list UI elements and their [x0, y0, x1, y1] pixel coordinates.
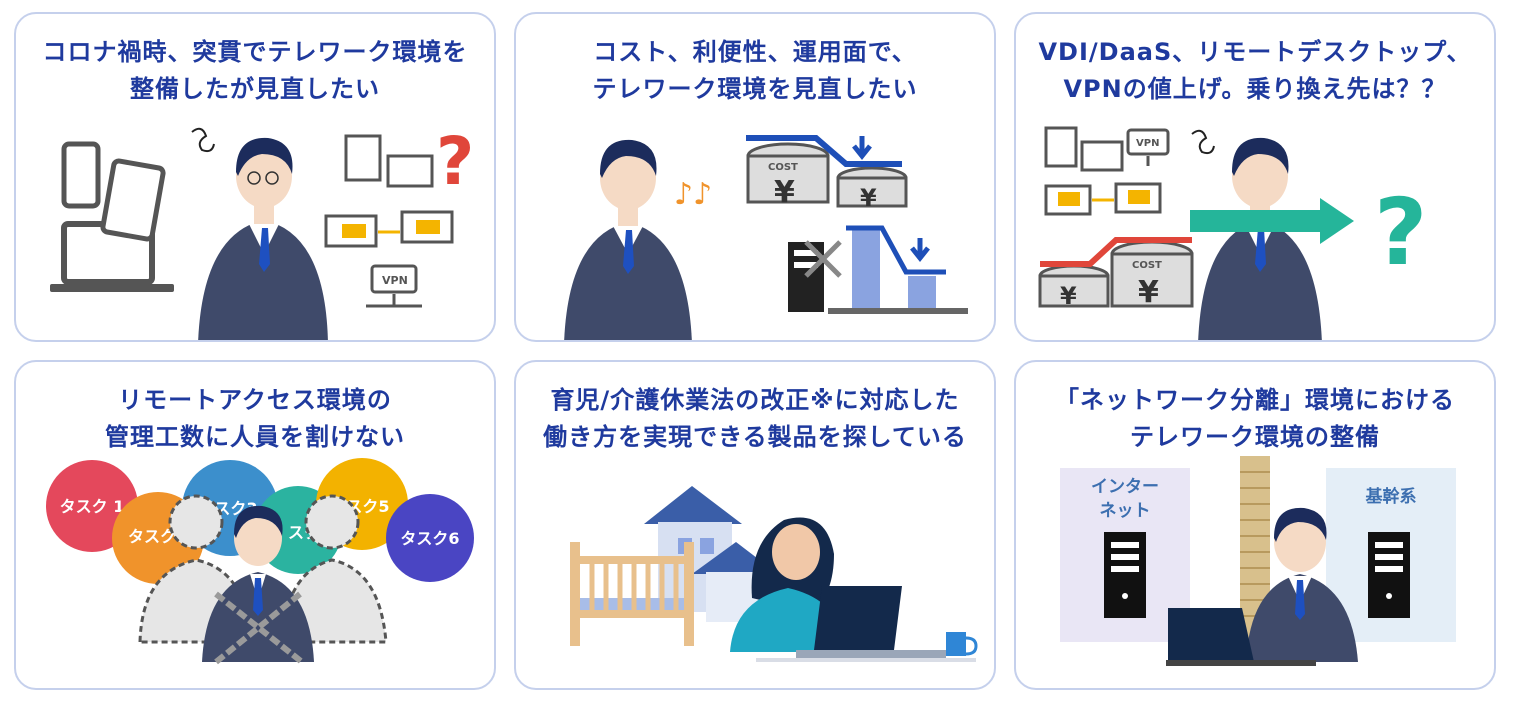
- chained-businessman-icon: [202, 505, 314, 665]
- svg-text:タスク: タスク: [128, 527, 176, 546]
- card-title-line1: 「ネットワーク分離」環境における: [1055, 386, 1455, 414]
- card-management-workload: リモートアクセス環境の 管理工数に人員を割けない タスク 1 タスク スク3 ス…: [14, 360, 496, 690]
- card-title-line1: 育児/介護休業法の改正※に対応した: [550, 386, 960, 414]
- card-title-line2: テレワーク環境の整備: [1130, 423, 1380, 451]
- core-system-zone: 基幹系: [1326, 468, 1456, 642]
- card-title: VDI/DaaS、リモートデスクトップ、 VPNの値上げ。乗り換え先は？？: [1016, 34, 1494, 108]
- card-title-line2: 管理工数に人員を割けない: [105, 423, 405, 451]
- svg-text:VPN: VPN: [1136, 138, 1159, 149]
- card-title-line1: コロナ禍時、突貫でテレワーク環境を: [42, 38, 468, 66]
- svg-text:タスク 1: タスク 1: [60, 497, 125, 516]
- thinking-businessman-icon: [564, 139, 692, 340]
- card-cost-review: コスト、利便性、運用面で、 テレワーク環境を見直したい ♪♪ COST ¥ ¥: [514, 12, 996, 342]
- cost-illustration: ♪♪ COST ¥ ¥: [564, 135, 968, 340]
- question-mark-icon: ?: [1374, 179, 1427, 286]
- card-title: 育児/介護休業法の改正※に対応した 働き方を実現できる製品を探している: [516, 382, 994, 456]
- crib-icon: [570, 542, 694, 646]
- card-telework-review: コロナ禍時、突貫でテレワーク環境を 整備したが見直したい: [14, 12, 496, 342]
- svg-text:COST: COST: [768, 162, 798, 173]
- vpn-icon: VPN: [1126, 128, 1170, 166]
- card-title-line2: 働き方を実現できる製品を探している: [543, 423, 967, 451]
- vpn-price-illustration: VPN ¥ COST ¥: [1038, 126, 1427, 340]
- server-tools-icon: [788, 240, 842, 312]
- svg-text:インター: インター: [1091, 477, 1159, 497]
- tablet-icon: [100, 158, 166, 242]
- network-separation-illustration: インター ネット 基幹系: [1060, 456, 1456, 666]
- cost-coins-icon: COST ¥ ¥: [746, 135, 908, 212]
- tasks-illustration: タスク 1 タスク スク3 スク スク5 タスク6: [46, 458, 474, 665]
- svg-text:ネット: ネット: [1100, 501, 1151, 521]
- question-mark-icon: ?: [436, 123, 474, 200]
- laptop-icon: [796, 586, 946, 658]
- card-title-line2: VPNの値上げ。乗り換え先は？？: [1063, 75, 1447, 103]
- home-work-illustration: [570, 486, 978, 662]
- businessman-at-laptop-icon: [1166, 507, 1358, 666]
- cost-decrease-chart: [828, 225, 968, 314]
- worried-businessman-icon: [1191, 129, 1322, 340]
- svg-text:基幹系: 基幹系: [1365, 486, 1417, 507]
- vpn-icon: VPN: [366, 264, 422, 308]
- card-vpn-price: VDI/DaaS、リモートデスクトップ、 VPNの値上げ。乗り換え先は？？ VP…: [1014, 12, 1496, 342]
- pc-sync-icon: [324, 210, 454, 248]
- woman-working-icon: [730, 517, 846, 652]
- card-title-line2: 整備したが見直したい: [130, 75, 380, 103]
- task-bubble: タスク6: [386, 494, 474, 582]
- server-computer-icon: [1044, 126, 1124, 172]
- pc-sync-icon: [1044, 182, 1162, 216]
- smartphone-icon: [61, 141, 101, 209]
- worried-businessman-icon: [191, 127, 328, 340]
- svg-text:¥: ¥: [1138, 275, 1159, 310]
- card-title: リモートアクセス環境の 管理工数に人員を割けない: [16, 382, 494, 456]
- card-title-line1: VDI/DaaS、リモートデスクトップ、: [1038, 38, 1472, 66]
- svg-text:タスク6: タスク6: [400, 529, 459, 548]
- card-title-line1: コスト、利便性、運用面で、: [593, 38, 917, 66]
- card-title: コロナ禍時、突貫でテレワーク環境を 整備したが見直したい: [16, 34, 494, 108]
- card-title-line2: テレワーク環境を見直したい: [592, 75, 918, 103]
- card-title-line1: リモートアクセス環境の: [118, 386, 392, 414]
- server-computer-icon: [344, 134, 434, 188]
- card-title: 「ネットワーク分離」環境における テレワーク環境の整備: [1016, 382, 1494, 456]
- svg-text:¥: ¥: [774, 175, 795, 210]
- devices-illustration: ? VPN: [50, 123, 474, 340]
- arrow-right-icon: [1190, 198, 1354, 244]
- svg-text:COST: COST: [1132, 260, 1162, 271]
- server-icon: [1368, 532, 1410, 618]
- card-network-separation: 「ネットワーク分離」環境における テレワーク環境の整備 インター ネット 基幹系: [1014, 360, 1496, 690]
- cost-increase-coins-icon: ¥ COST ¥: [1038, 237, 1194, 310]
- svg-text:VPN: VPN: [382, 274, 408, 287]
- svg-text:¥: ¥: [860, 184, 877, 212]
- music-note-icon: ♪♪: [674, 177, 712, 212]
- mug-icon: [946, 632, 978, 656]
- server-icon: [1104, 532, 1146, 618]
- card-title: コスト、利便性、運用面で、 テレワーク環境を見直したい: [516, 34, 994, 108]
- svg-text:¥: ¥: [1060, 282, 1077, 310]
- card-childcare-law: 育児/介護休業法の改正※に対応した 働き方を実現できる製品を探している: [514, 360, 996, 690]
